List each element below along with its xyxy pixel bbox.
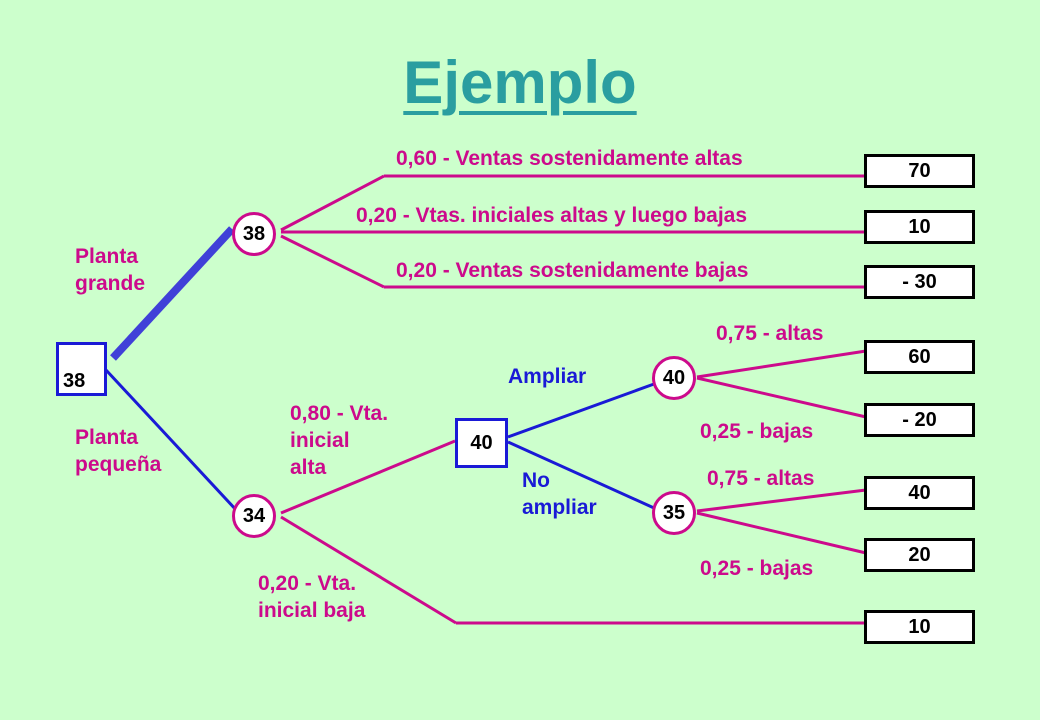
option-large-plant: Planta grande: [75, 245, 146, 295]
outcome-box: 10: [864, 210, 975, 244]
edge-large-high: [280, 174, 385, 232]
chance-node-large: 38: [232, 212, 276, 256]
branch-label-noexpand-low: 0,25 - bajas: [700, 557, 814, 580]
expand-decision-node: 40: [455, 418, 508, 468]
edge-expand-high: [696, 349, 867, 379]
branch-label-small-high: 0,80 - Vta. inicial alta: [290, 402, 389, 479]
outcome-box: 70: [864, 154, 975, 188]
edge-noexpand-high: [696, 488, 867, 513]
edge-expand: [507, 382, 655, 439]
branch-label-small-low: 0,20 - Vta. inicial baja: [258, 572, 366, 622]
option-expand: Ampliar: [508, 365, 587, 388]
branch-label-large-high: 0,60 - Ventas sostenidamente altas: [396, 147, 743, 170]
root-decision-value: 38: [63, 370, 86, 392]
chance-node-no-expand: 35: [652, 491, 696, 535]
page-title: Ejemplo: [403, 49, 637, 116]
option-no-expand: No ampliar: [522, 469, 597, 519]
edge-small-high: [280, 439, 456, 515]
chance-node-small: 34: [232, 494, 276, 538]
branch-label-large-mixed: 0,20 - Vtas. iniciales altas y luego baj…: [356, 204, 748, 227]
edge-root-large: [110, 226, 235, 361]
edge-noexpand-low: [696, 511, 867, 555]
outcome-box: 60: [864, 340, 975, 374]
outcome-box: 40: [864, 476, 975, 510]
outcome-box: - 20: [864, 403, 975, 437]
branch-label-expand-high: 0,75 - altas: [716, 322, 824, 345]
branch-label-noexpand-high: 0,75 - altas: [707, 467, 815, 490]
edge-large-low: [280, 234, 385, 289]
edge-root-small: [104, 368, 240, 514]
outcome-box: - 30: [864, 265, 975, 299]
branch-label-large-low: 0,20 - Ventas sostenidamente bajas: [396, 259, 749, 282]
chance-node-expand: 40: [652, 356, 696, 400]
outcome-box: 20: [864, 538, 975, 572]
branch-label-expand-low: 0,25 - bajas: [700, 420, 814, 443]
edge-small-low: [280, 515, 457, 625]
option-small-plant: Planta pequeña: [75, 426, 162, 476]
outcome-box: 10: [864, 610, 975, 644]
edge-expand-low: [696, 376, 867, 419]
edge-no-expand: [507, 440, 655, 510]
root-decision-node: 38: [56, 342, 107, 396]
